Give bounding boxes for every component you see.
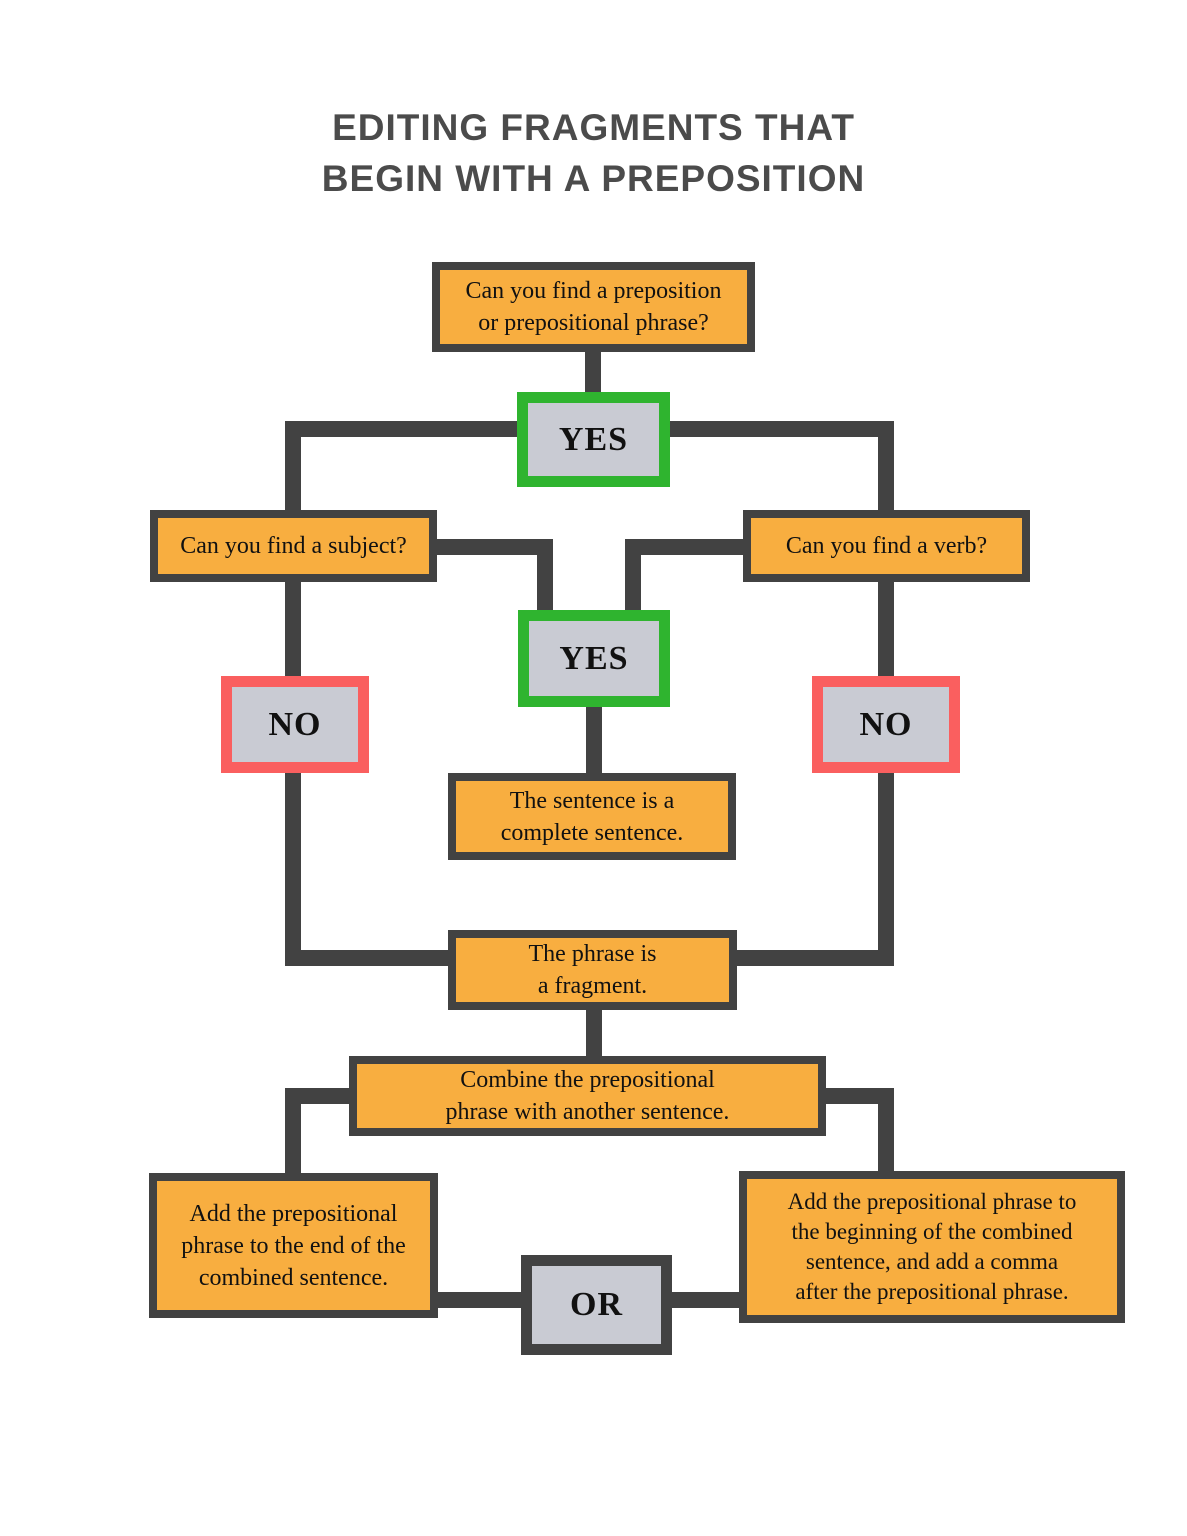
node-question-verb-label: Can you find a verb? [785,533,988,559]
node-add-to-end-label: Add the prepositional phrase to the end … [181,1200,406,1291]
node-add-to-beginning-label: Add the prepositional phrase to the begi… [787,1189,1077,1304]
node-yes-middle: YES [518,610,670,707]
connector-no-left-to-fragment [285,950,455,966]
connector-subject-to-yes2-vertical [537,539,553,617]
node-question-preposition: Can you find a preposition or prepositio… [432,262,755,352]
node-add-to-beginning: Add the prepositional phrase to the begi… [739,1171,1125,1323]
connector-subject-to-yes2-horizontal [425,539,553,555]
connector-combine-to-add-end [285,1088,301,1180]
connector-combine-to-add-beginning [878,1088,894,1178]
node-question-verb: Can you find a verb? [743,510,1030,582]
connector-fragment-to-combine [586,1003,602,1061]
node-question-subject-label: Can you find a subject? [180,533,407,559]
connector-preposition-to-yes1 [585,340,601,402]
connector-yes1-to-verb-vertical [878,421,894,516]
connector-yes1-left-horizontal [285,421,530,437]
node-combine-phrase-label: Combine the prepositional phrase with an… [445,1067,730,1125]
node-yes-top: YES [517,392,670,487]
node-question-subject: Can you find a subject? [150,510,437,582]
page-title-line-1: EDITING FRAGMENTS THAT [332,107,855,148]
connector-subject-to-no-left [285,575,301,683]
node-no-left: NO [221,676,369,773]
node-yes-middle-label: YES [559,639,629,677]
node-yes-top-label: YES [558,420,629,458]
node-phrase-fragment: The phrase is a fragment. [448,930,737,1010]
node-phrase-fragment-label: The phrase is a fragment. [528,941,657,999]
connector-or-to-add-beginning [666,1292,746,1308]
connector-yes2-to-complete [586,700,602,780]
node-complete-sentence-label: The sentence is a complete sentence. [500,787,684,846]
connector-no-left-down [285,766,301,966]
connector-verb-to-no-right [878,575,894,683]
connector-yes1-right-horizontal [658,421,894,437]
node-combine-phrase: Combine the prepositional phrase with an… [349,1056,826,1136]
connector-combine-left-horizontal [285,1088,359,1104]
connector-yes1-to-subject-vertical [285,421,301,516]
connector-no-right-to-fragment [730,950,894,966]
node-question-preposition-label: Can you find a preposition or prepositio… [465,278,722,336]
connector-verb-to-yes2-vertical [625,539,641,617]
page-title-line-2: BEGIN WITH A PREPOSITION [321,158,866,199]
node-no-right: NO [812,676,960,773]
node-no-left-label: NO [268,705,322,743]
connector-add-end-to-or [432,1292,527,1308]
connector-no-right-down [878,766,894,966]
node-add-to-end: Add the prepositional phrase to the end … [149,1173,438,1318]
connector-combine-right-horizontal [818,1088,894,1104]
node-no-right-label: NO [859,705,913,743]
node-or: OR [521,1255,672,1355]
page-title: EDITING FRAGMENTS THAT BEGIN WITH A PREP… [0,102,1187,204]
node-complete-sentence: The sentence is a complete sentence. [448,773,736,860]
node-or-label: OR [570,1286,623,1323]
connector-verb-to-yes2-horizontal [625,539,750,555]
